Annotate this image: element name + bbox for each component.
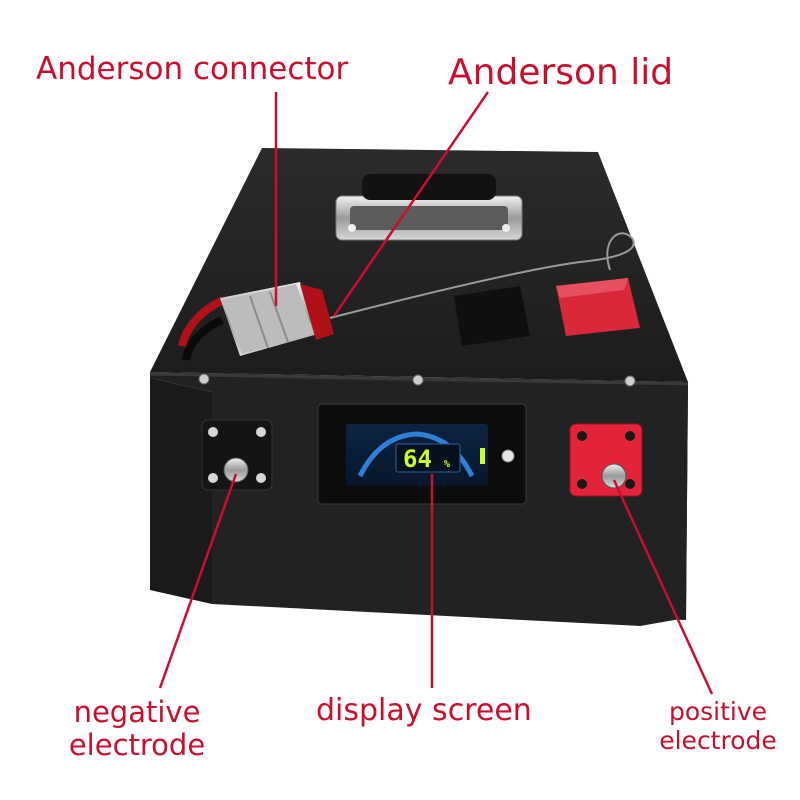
label-positive-electrode: positive electrode <box>648 697 788 756</box>
tether-wire <box>329 232 635 319</box>
anderson-connector <box>220 282 334 356</box>
pointer-negative-electrode <box>158 473 238 689</box>
label-negative-line1: negative <box>73 695 201 729</box>
anderson-lid <box>556 278 640 336</box>
black-cap <box>454 286 530 346</box>
pointer-positive-electrode <box>612 479 714 695</box>
lcd-battery-icon <box>480 448 485 464</box>
front-shadow-left <box>150 378 212 604</box>
red-cable <box>178 296 226 347</box>
pointer-anderson-lid <box>332 91 490 317</box>
lcd-percent-unit: % <box>444 459 450 470</box>
carry-handle <box>335 174 523 241</box>
lcd-digit-box <box>395 443 461 473</box>
label-positive-line1: positive <box>668 697 768 726</box>
label-anderson-connector: Anderson connector <box>36 51 349 87</box>
display-button <box>501 449 515 463</box>
positive-terminal <box>569 423 643 497</box>
seam-screws <box>198 373 636 387</box>
label-display-screen: display screen <box>316 693 532 728</box>
label-anderson-lid: Anderson lid <box>448 52 674 93</box>
label-negative-line2: electrode <box>68 728 206 763</box>
negative-terminal <box>201 419 273 491</box>
label-negative-electrode: negative electrode <box>52 695 222 763</box>
pointer-lines <box>158 91 714 695</box>
label-positive-line2: electrode <box>659 725 777 755</box>
black-cable <box>182 316 224 361</box>
lcd-percent-value: 64 <box>403 445 432 473</box>
